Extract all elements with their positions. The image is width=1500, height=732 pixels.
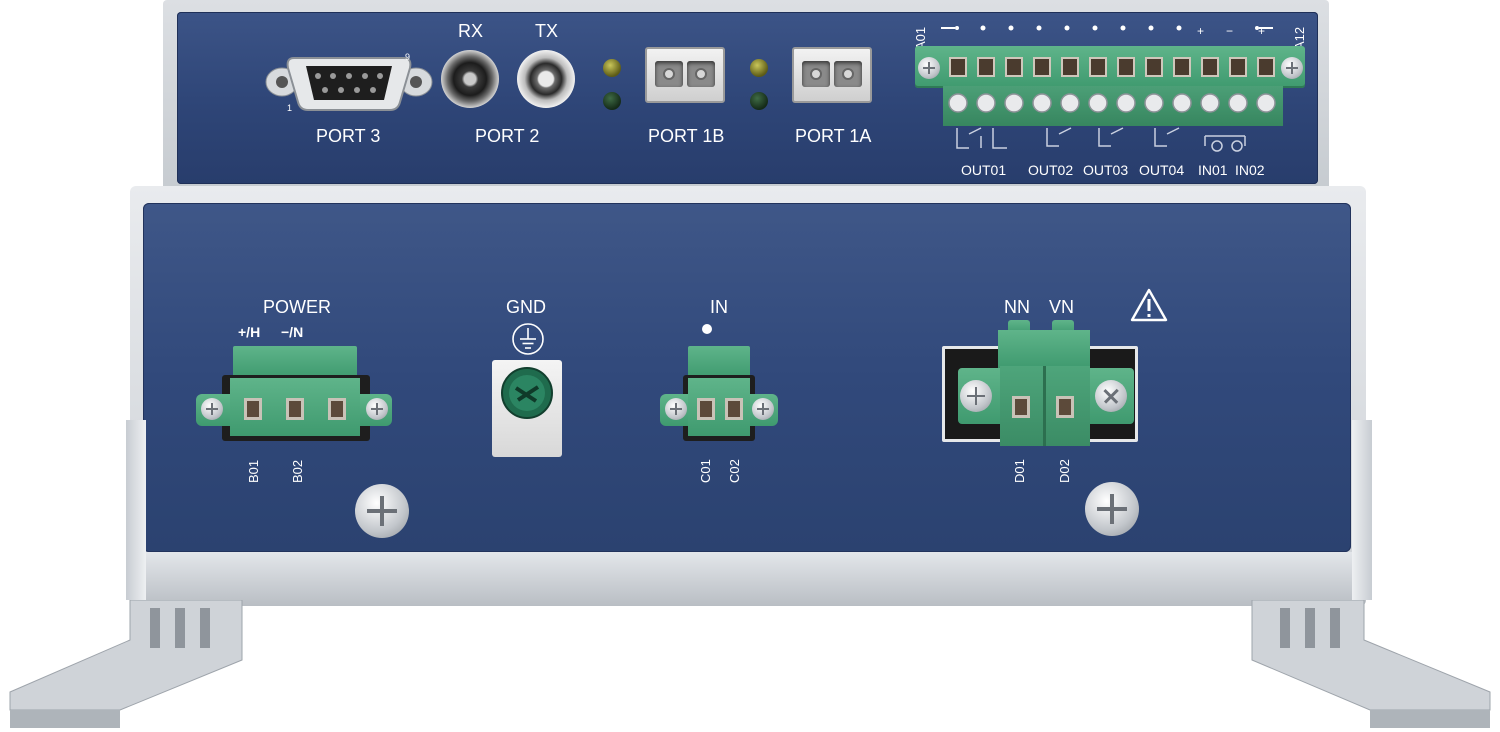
in-connector-top[interactable] xyxy=(688,346,750,378)
bottom-lip xyxy=(130,552,1366,606)
voltage-terminal-slot-1 xyxy=(1012,396,1030,418)
rx-bnc-connector[interactable] xyxy=(441,50,499,108)
nn-label: NN xyxy=(1004,297,1030,317)
terminal-block-a-screws[interactable] xyxy=(943,86,1283,126)
out03-label: OUT03 xyxy=(1083,162,1129,178)
terminal-pin-marks xyxy=(941,25,1273,31)
power-plus-h-label: +/H xyxy=(238,324,261,340)
power-terminal-slot-1 xyxy=(244,398,262,420)
b01-label: B01 xyxy=(246,459,261,483)
terminal-a-right-flange-screw xyxy=(1281,57,1303,79)
in01-label: IN01 xyxy=(1198,162,1228,178)
port1a-green-led xyxy=(750,92,768,110)
left-mounting-foot xyxy=(9,600,243,728)
in-label: IN xyxy=(710,297,728,317)
terminal-a-left-flange-screw xyxy=(918,57,940,79)
vn-label: VN xyxy=(1049,297,1075,317)
voltage-connector-divider xyxy=(1043,366,1046,446)
panel-screw-left xyxy=(355,484,409,538)
in02-label: IN02 xyxy=(1235,162,1265,178)
out01-label: OUT01 xyxy=(961,162,1007,178)
in-terminal-slot-2 xyxy=(725,398,743,420)
terminal-plus-mark-1: + xyxy=(1197,24,1205,38)
terminal-minus-mark: − xyxy=(1226,24,1234,38)
power-minus-n-label: −/N xyxy=(281,324,304,340)
ground-screw-icon[interactable] xyxy=(500,366,554,420)
out04-label: OUT04 xyxy=(1139,162,1185,178)
terminal-a-slots-and-screws xyxy=(948,57,1276,113)
d02-label: D02 xyxy=(1057,459,1072,483)
power-left-flange-screw xyxy=(201,398,223,420)
port3-pin9-label: 9 xyxy=(405,52,411,62)
power-connector-top[interactable] xyxy=(233,346,357,378)
port2-label: PORT 2 xyxy=(475,126,540,146)
rx-label: RX xyxy=(458,21,484,41)
gnd-label: GND xyxy=(506,297,546,317)
in-left-flange-screw xyxy=(665,398,687,420)
tx-bnc-connector[interactable] xyxy=(517,50,575,108)
c01-label: C01 xyxy=(698,459,713,483)
relay-contact-symbols xyxy=(956,127,1246,152)
d01-label: D01 xyxy=(1012,459,1027,483)
power-terminal-slot-3 xyxy=(328,398,346,420)
port1b-green-led xyxy=(603,92,621,110)
port1b-yellow-led xyxy=(603,59,621,77)
c02-label: C02 xyxy=(727,459,742,483)
warning-triangle-icon xyxy=(1130,288,1168,322)
voltage-terminal-slot-2 xyxy=(1056,396,1074,418)
voltage-right-flange-screw xyxy=(1095,380,1127,412)
in-dot-marker xyxy=(702,324,712,334)
port3-label: PORT 3 xyxy=(316,126,381,146)
panel-screw-right xyxy=(1085,482,1139,536)
power-right-flange-screw xyxy=(366,398,388,420)
terminal-plus-mark-2: + xyxy=(1258,24,1266,38)
tx-label: TX xyxy=(535,21,559,41)
in-right-flange-screw xyxy=(752,398,774,420)
db9-serial-connector[interactable] xyxy=(264,50,434,114)
power-label: POWER xyxy=(263,297,332,317)
power-terminal-slot-2 xyxy=(286,398,304,420)
right-side-rail xyxy=(1352,420,1372,600)
earth-ground-icon xyxy=(512,323,544,355)
voltage-connector-top[interactable] xyxy=(998,330,1090,368)
b02-label: B02 xyxy=(290,459,305,483)
port1a-label: PORT 1A xyxy=(795,126,872,146)
in-terminal-slot-1 xyxy=(697,398,715,420)
port1a-fiber-connector[interactable] xyxy=(792,47,872,103)
port1a-yellow-led xyxy=(750,59,768,77)
right-mounting-foot xyxy=(1251,600,1491,728)
out02-label: OUT02 xyxy=(1028,162,1074,178)
voltage-left-flange-screw xyxy=(960,380,992,412)
port1b-label: PORT 1B xyxy=(648,126,725,146)
left-side-rail xyxy=(126,420,146,600)
port3-pin1-label: 1 xyxy=(287,103,293,113)
port1b-fiber-connector[interactable] xyxy=(645,47,725,103)
